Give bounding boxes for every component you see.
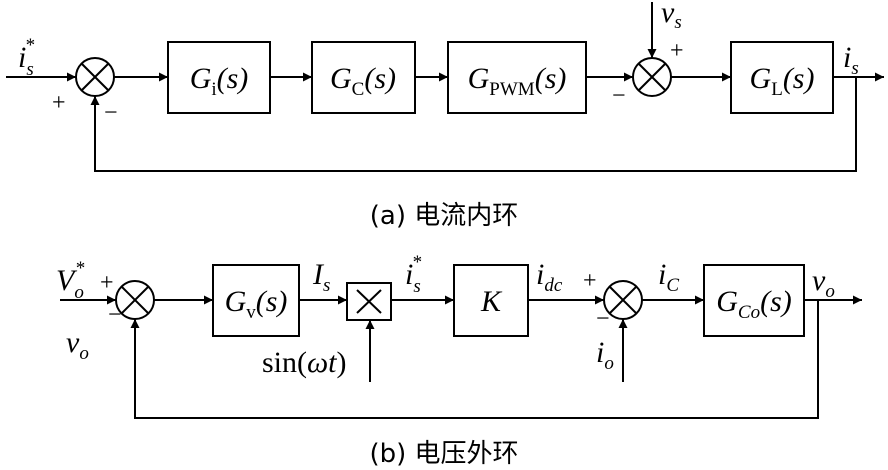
block-k-label: K xyxy=(480,285,503,318)
block-gc: GC(s) xyxy=(311,41,416,114)
block-gc-label: GC(s) xyxy=(330,62,396,100)
minus-sign: − xyxy=(104,100,118,126)
block-gl-label: GL(s) xyxy=(750,62,815,100)
plus-sign: + xyxy=(52,90,66,116)
diagram-b-voltage-loop: Vo* + − vo Gv(s) Is sin(ωt) is* xyxy=(56,252,862,469)
summing-junction-2 xyxy=(632,57,672,97)
feedback-signal-label: vo xyxy=(66,326,89,364)
summing-junction-1 xyxy=(75,57,115,97)
block-gv: Gv(s) xyxy=(212,264,300,337)
signal-idc-label: idc xyxy=(536,258,563,296)
block-k: K xyxy=(453,264,529,337)
feedback-wire xyxy=(130,300,819,419)
signal-ic-label: iC xyxy=(658,258,679,296)
summing-junction-3 xyxy=(115,280,155,320)
disturbance-label: vs xyxy=(661,0,682,33)
sine-reference-label: sin(ωt) xyxy=(262,346,347,379)
output-signal-label: vo xyxy=(812,264,835,302)
block-gpwm: GPWM(s) xyxy=(447,41,587,114)
signal-is-label: Is xyxy=(312,258,330,296)
minus-sign: − xyxy=(612,83,626,109)
block-gl: GL(s) xyxy=(730,41,834,114)
block-gco: GCo(s) xyxy=(703,264,805,337)
multiplier-block xyxy=(346,282,392,321)
caption-a: (a) 电流内环 xyxy=(370,201,519,231)
plus-sign: + xyxy=(583,268,597,294)
plus-sign: + xyxy=(670,38,684,64)
output-signal-label: is xyxy=(843,41,859,79)
minus-sign: − xyxy=(108,302,122,328)
input-signal-label: is* xyxy=(18,35,35,80)
signal-is-star-label: is* xyxy=(405,252,422,297)
diagram-a-current-loop: is* + − Gi(s) GC(s) GPWM(s) xyxy=(6,0,884,231)
input-signal-label: Vo* xyxy=(56,258,85,303)
caption-b: (b) 电压外环 xyxy=(369,439,518,469)
summing-junction-4 xyxy=(603,280,643,320)
block-gv-label: Gv(s) xyxy=(225,285,288,323)
block-gi-label: Gi(s) xyxy=(190,62,249,100)
block-gpwm-label: GPWM(s) xyxy=(468,62,567,100)
minus-sign: − xyxy=(596,306,610,332)
signal-io-label: io xyxy=(596,336,614,374)
plus-sign: + xyxy=(100,270,114,296)
feedback-wire xyxy=(90,77,857,172)
block-gco-label: GCo(s) xyxy=(716,285,792,323)
block-gi: Gi(s) xyxy=(167,41,271,114)
